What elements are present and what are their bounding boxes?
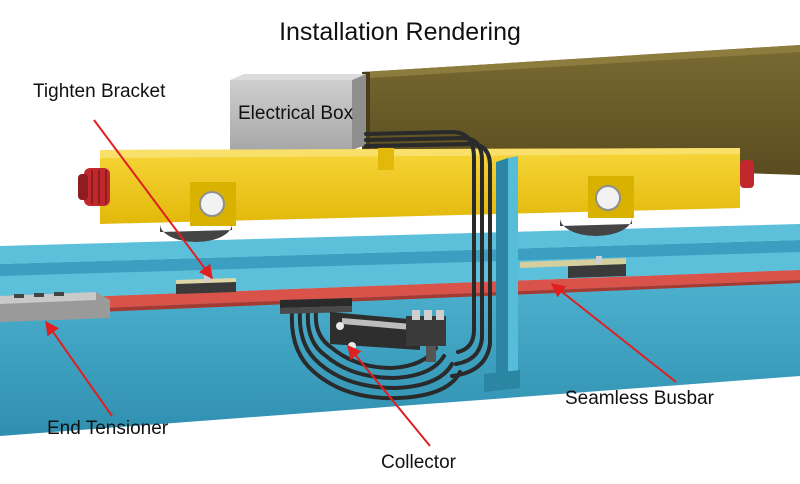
arrow-end-tensioner	[45, 320, 113, 417]
diagram-title: Installation Rendering	[279, 18, 521, 46]
pointer-arrows	[45, 119, 677, 447]
electrical-box	[230, 74, 366, 150]
label-seamless-busbar: Seamless Busbar	[565, 388, 714, 409]
support-post	[484, 156, 520, 392]
end-tensioner	[0, 292, 110, 322]
label-electrical-box: Electrical Box	[238, 103, 354, 124]
buffer	[84, 168, 110, 206]
label-tighten-bracket: Tighten Bracket	[33, 81, 166, 102]
arrow-tighten-bracket	[93, 119, 213, 280]
arrow-collector	[347, 344, 431, 447]
collector-cables	[289, 129, 492, 401]
arrow-seamless-busbar	[550, 283, 677, 383]
end-carriage	[78, 148, 754, 242]
seamless-busbar	[0, 270, 800, 316]
label-collector: Collector	[381, 452, 456, 473]
label-end-tensioner: End Tensioner	[47, 418, 169, 439]
tighten-bracket	[176, 256, 626, 294]
